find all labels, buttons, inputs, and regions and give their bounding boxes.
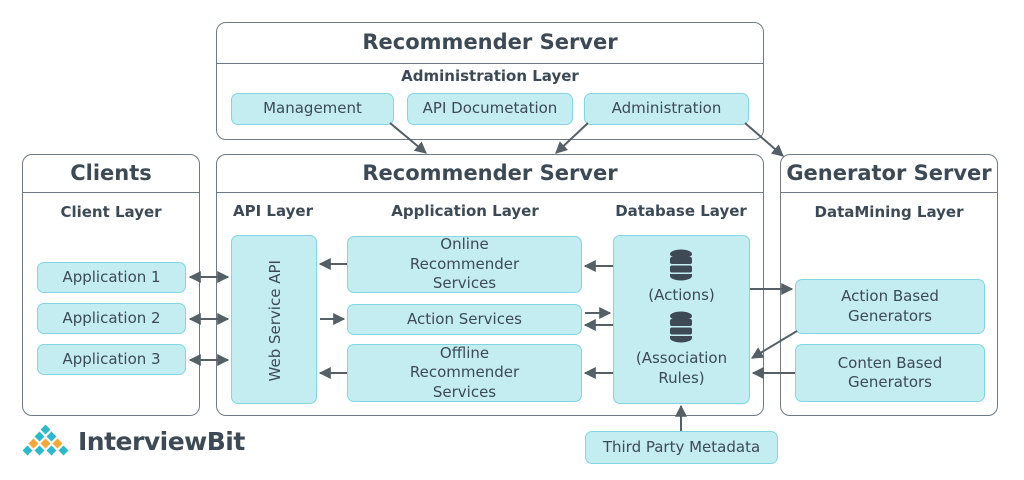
clients-divider [23,192,199,193]
interviewbit-logo-text: InterviewBit [78,426,245,456]
offline-recommender-services-box[interactable]: Offline Recommender Services [347,344,582,402]
generator-panel-title: Generator Server [786,161,992,185]
admin-divider [217,63,763,64]
clients-panel-title: Clients [70,161,152,185]
admin-panel-title: Recommender Server [362,30,618,54]
application-3-box[interactable]: Application 3 [37,344,186,375]
web-service-api-box[interactable]: Web Service API [231,235,317,404]
action-based-generators-box[interactable]: Action Based Generators [795,279,985,334]
client-layer-label: Client Layer [60,203,162,221]
interviewbit-logo: InterviewBit [20,425,245,457]
application-layer-label: Application Layer [391,202,539,220]
third-party-metadata-box[interactable]: Third Party Metadata [585,431,778,464]
administration-box[interactable]: Administration [584,93,749,125]
management-box[interactable]: Management [231,93,394,125]
database-icon [670,249,692,281]
datamining-layer-label: DataMining Layer [814,203,964,221]
online-recommender-services-box[interactable]: Online Recommender Services [347,235,582,293]
content-based-generators-box[interactable]: Conten Based Generators [795,344,985,402]
database-icon [670,311,692,343]
recommender-panel-title: Recommender Server [362,161,618,185]
application-1-box[interactable]: Application 1 [37,262,186,293]
api-documentation-box[interactable]: API Documetation [407,93,573,125]
administration-layer-label: Administration Layer [401,67,579,85]
api-layer-label: API Layer [233,202,313,220]
application-2-box[interactable]: Application 2 [37,303,186,334]
database-layer-label: Database Layer [615,202,747,220]
actions-db-label: (Actions) [648,286,715,304]
interviewbit-logo-icon [22,425,69,456]
association-rules-db-label: (Association Rules) [635,349,728,387]
recommender-divider [217,192,763,193]
generator-divider [781,192,997,193]
action-services-box[interactable]: Action Services [347,304,582,335]
